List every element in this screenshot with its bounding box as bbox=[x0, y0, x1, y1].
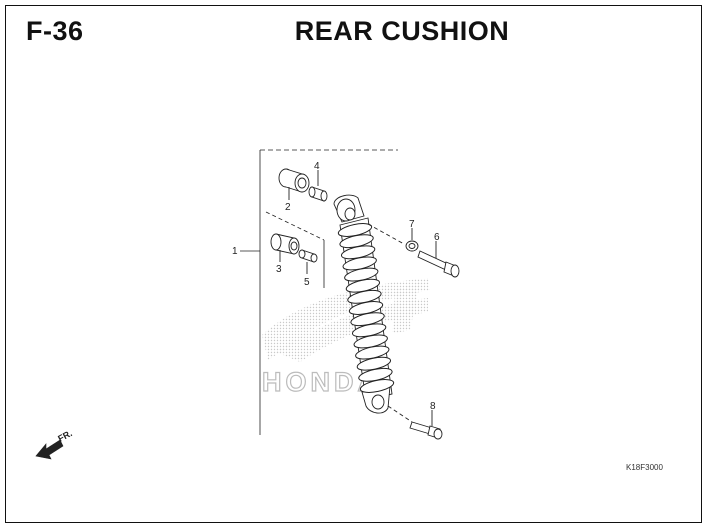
honda-wing-watermark bbox=[262, 278, 430, 362]
front-direction-arrow-icon bbox=[35, 439, 64, 460]
callout-8: 8 bbox=[430, 401, 436, 412]
page-title: REAR CUSHION bbox=[294, 16, 510, 46]
callout-7: 7 bbox=[409, 219, 415, 230]
part-5-collar bbox=[298, 249, 318, 274]
page-border bbox=[5, 5, 702, 523]
page-code: F-36 bbox=[26, 16, 84, 46]
spring-coil bbox=[359, 379, 395, 393]
front-direction-label: FR. bbox=[56, 428, 73, 444]
callout-2: 2 bbox=[285, 202, 291, 213]
part-8-bolt bbox=[387, 405, 443, 440]
assembly-bracket bbox=[240, 149, 398, 435]
callout-3: 3 bbox=[276, 264, 282, 275]
callout-6: 6 bbox=[434, 232, 440, 243]
callout-1: 1 bbox=[232, 246, 238, 257]
callout-4: 4 bbox=[314, 161, 320, 172]
honda-text-watermark: HONDA bbox=[262, 367, 381, 397]
part-6-bolt bbox=[417, 241, 460, 278]
part-3-bush bbox=[270, 233, 300, 262]
figure-code: K18F3000 bbox=[626, 463, 663, 472]
part-2-bush bbox=[278, 168, 310, 200]
callout-5: 5 bbox=[304, 277, 310, 288]
part-4-collar bbox=[308, 170, 328, 202]
part-7-washer bbox=[367, 223, 419, 252]
coil-spring bbox=[337, 223, 395, 393]
